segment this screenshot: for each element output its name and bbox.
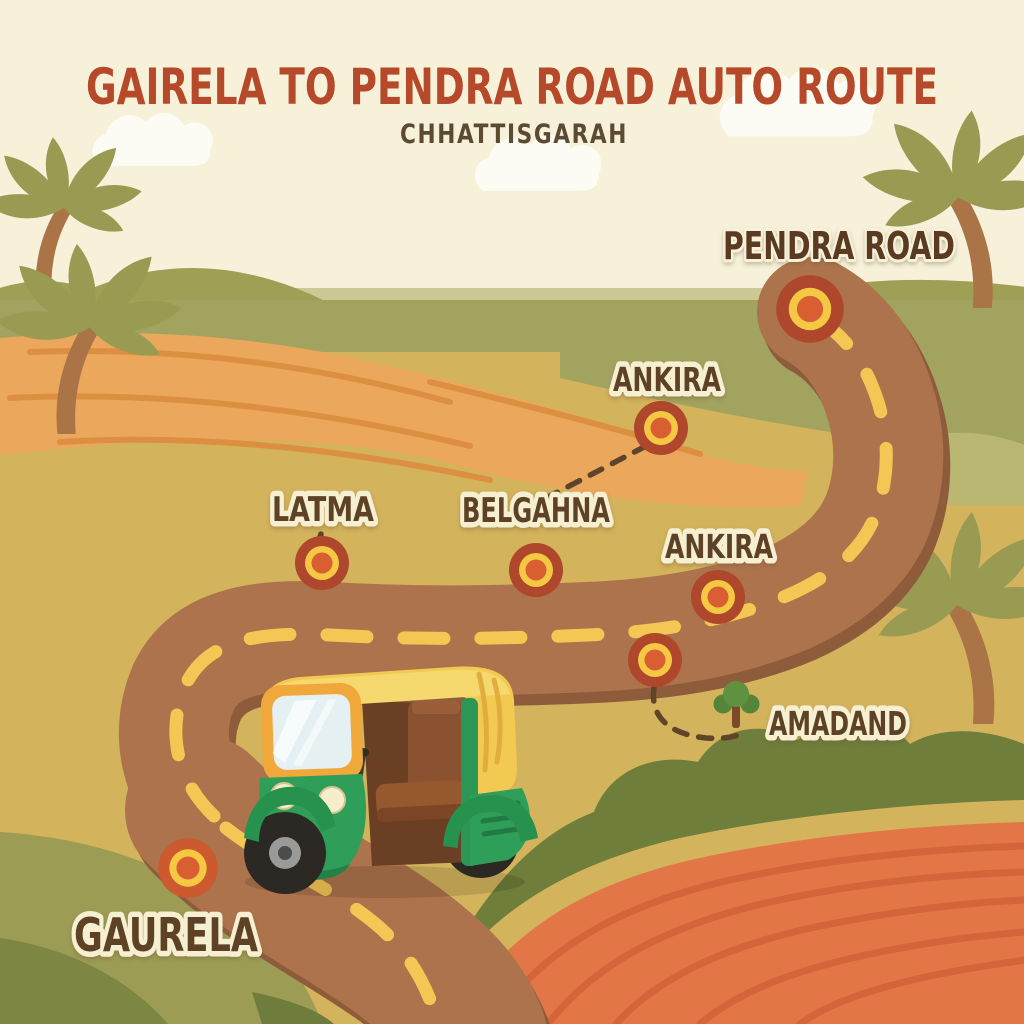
marker-amadand — [628, 633, 682, 687]
label-gaurela: GAURELA — [74, 908, 258, 962]
label-amadand: AMADAND — [769, 704, 907, 743]
grass-streak-dark — [252, 992, 334, 1024]
road-center-dashes — [169, 311, 893, 1024]
auto-rickshaw-illustration — [244, 666, 538, 898]
grass-corner-dark — [0, 938, 168, 1024]
marker-ankira — [691, 570, 745, 624]
map-subtitle: CHHATTISGARAH — [400, 119, 628, 150]
marker-latma — [295, 536, 349, 590]
label-latma: LATMA — [272, 490, 375, 530]
marker-ankira-north — [634, 401, 688, 455]
connector-amadand — [650, 685, 745, 742]
marker-gaurela — [158, 838, 218, 898]
tree-icon — [713, 681, 760, 728]
label-ankira: ANKIRA — [665, 527, 773, 566]
label-belgahna: BELGAHNA — [462, 491, 610, 531]
marker-pendra-road — [776, 275, 844, 343]
marker-belgahna — [509, 543, 563, 597]
field-plowed — [452, 822, 1024, 1024]
map-title: GAIRELA TO PENDRA ROAD AUTO ROUTE — [86, 58, 938, 116]
bush-band — [420, 718, 1024, 1024]
label-pendra-road: PENDRA ROAD — [723, 224, 955, 268]
label-ankira-north: ANKIRA — [613, 360, 721, 399]
connector-ankira-north — [547, 443, 649, 499]
